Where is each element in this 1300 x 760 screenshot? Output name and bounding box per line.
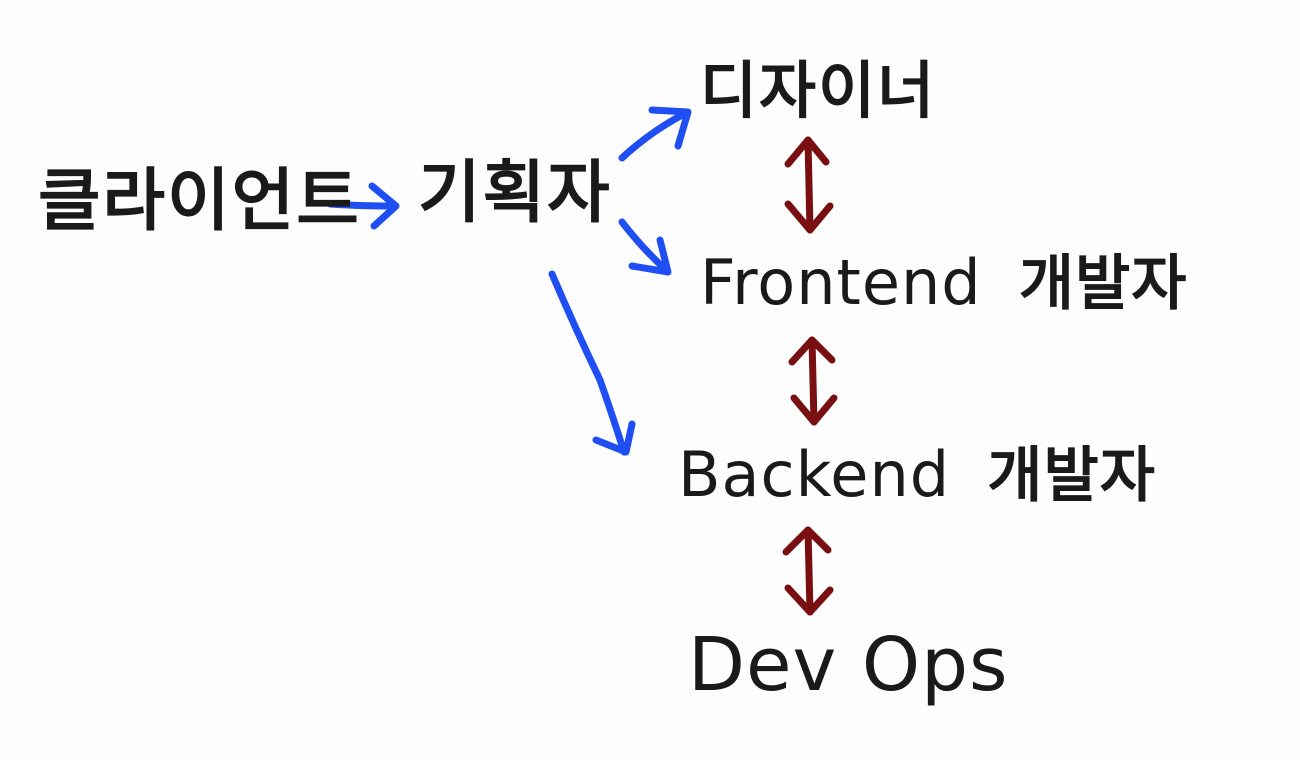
arrow-designer-frontend [784,136,834,234]
arrow-planner-to-designer [618,106,692,162]
node-client: 클라이언트 [38,162,361,241]
frontend-label: Frontend [700,246,982,319]
arrow-planner-to-backend [548,270,636,456]
node-devops: Dev Ops [688,622,1009,708]
backend-label: Backend [678,438,951,511]
arrow-planner-to-frontend [618,218,672,276]
arrow-frontend-backend [788,336,838,426]
node-designer: 디자이너 [700,54,937,127]
frontend-role: 개발자 [1018,249,1188,319]
arrow-client-to-planner [326,182,400,230]
node-planner: 기획자 [418,154,612,233]
arrow-backend-devops [782,526,834,616]
backend-role: 개발자 [987,441,1156,511]
